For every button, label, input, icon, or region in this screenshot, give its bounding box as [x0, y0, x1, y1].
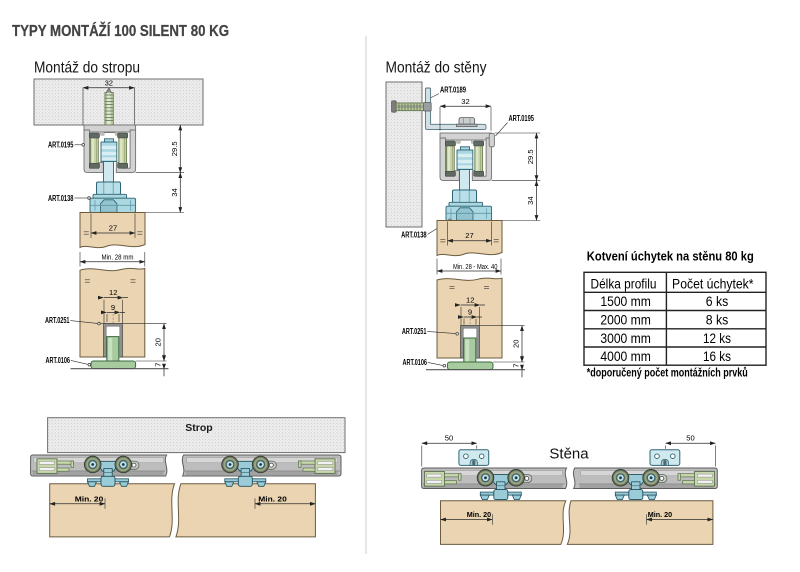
svg-text:27: 27	[109, 223, 117, 232]
svg-text:12: 12	[109, 288, 117, 297]
svg-text:2000 mm: 2000 mm	[600, 312, 651, 328]
svg-text:32: 32	[461, 97, 469, 106]
svg-text:12: 12	[466, 295, 474, 304]
svg-text:9: 9	[111, 303, 115, 312]
svg-text:7: 7	[154, 363, 163, 367]
svg-text:ART.0195: ART.0195	[48, 140, 74, 149]
svg-text:Montáž do stěny: Montáž do stěny	[386, 60, 487, 77]
svg-text:Min. 20: Min. 20	[258, 494, 287, 503]
svg-text:Strop: Strop	[185, 422, 212, 434]
svg-text:1500 mm: 1500 mm	[600, 293, 651, 309]
svg-text:Min. 28 mm: Min. 28 mm	[102, 252, 134, 261]
svg-text:Min. 20: Min. 20	[467, 510, 491, 519]
svg-text:9: 9	[468, 307, 472, 316]
svg-text:ART.0138: ART.0138	[48, 194, 74, 203]
svg-text:29.5: 29.5	[170, 141, 179, 156]
svg-text:16 ks: 16 ks	[703, 348, 731, 364]
svg-text:34: 34	[526, 196, 535, 204]
svg-text:29.5: 29.5	[526, 149, 535, 164]
svg-text:ART.0138: ART.0138	[401, 230, 427, 239]
svg-text:Min. 20: Min. 20	[648, 510, 672, 519]
svg-text:Kotvení úchytek na stěnu 80 kg: Kotvení úchytek na stěnu 80 kg	[587, 249, 754, 264]
svg-text:4000 mm: 4000 mm	[600, 348, 651, 364]
svg-text:Montáž do stropu: Montáž do stropu	[34, 60, 140, 77]
svg-text:20: 20	[154, 338, 163, 346]
svg-text:12 ks: 12 ks	[703, 330, 731, 346]
svg-text:7: 7	[512, 364, 521, 368]
svg-text:50: 50	[445, 434, 453, 443]
svg-text:Stěna: Stěna	[549, 445, 589, 462]
svg-text:ART.0251: ART.0251	[45, 316, 70, 325]
svg-text:8 ks: 8 ks	[706, 312, 729, 328]
svg-text:ART.0106: ART.0106	[403, 358, 428, 367]
svg-text:Počet úchytek*: Počet úchytek*	[672, 275, 754, 291]
svg-text:20: 20	[512, 340, 521, 348]
svg-text:ART.0251: ART.0251	[402, 327, 427, 336]
svg-text:6 ks: 6 ks	[706, 293, 729, 309]
svg-text:3000 mm: 3000 mm	[600, 330, 651, 346]
svg-text:ART.0195: ART.0195	[509, 114, 535, 123]
svg-text:50: 50	[686, 434, 694, 443]
svg-text:ART.0106: ART.0106	[46, 356, 71, 365]
svg-text:34: 34	[170, 188, 179, 196]
svg-text:Délka profilu: Délka profilu	[591, 275, 657, 291]
svg-text:Min. 28 - Max. 40: Min. 28 - Max. 40	[453, 262, 498, 271]
svg-text:ART.0189: ART.0189	[440, 85, 466, 94]
svg-text:Min. 20: Min. 20	[75, 494, 104, 503]
svg-text:*doporučený počet montážních p: *doporučený počet montážních prvků	[587, 367, 748, 379]
svg-text:TYPY MONTÁŽÍ 100 SILENT 80 KG: TYPY MONTÁŽÍ 100 SILENT 80 KG	[12, 21, 229, 40]
svg-text:27: 27	[465, 231, 473, 240]
svg-text:32: 32	[105, 79, 113, 88]
